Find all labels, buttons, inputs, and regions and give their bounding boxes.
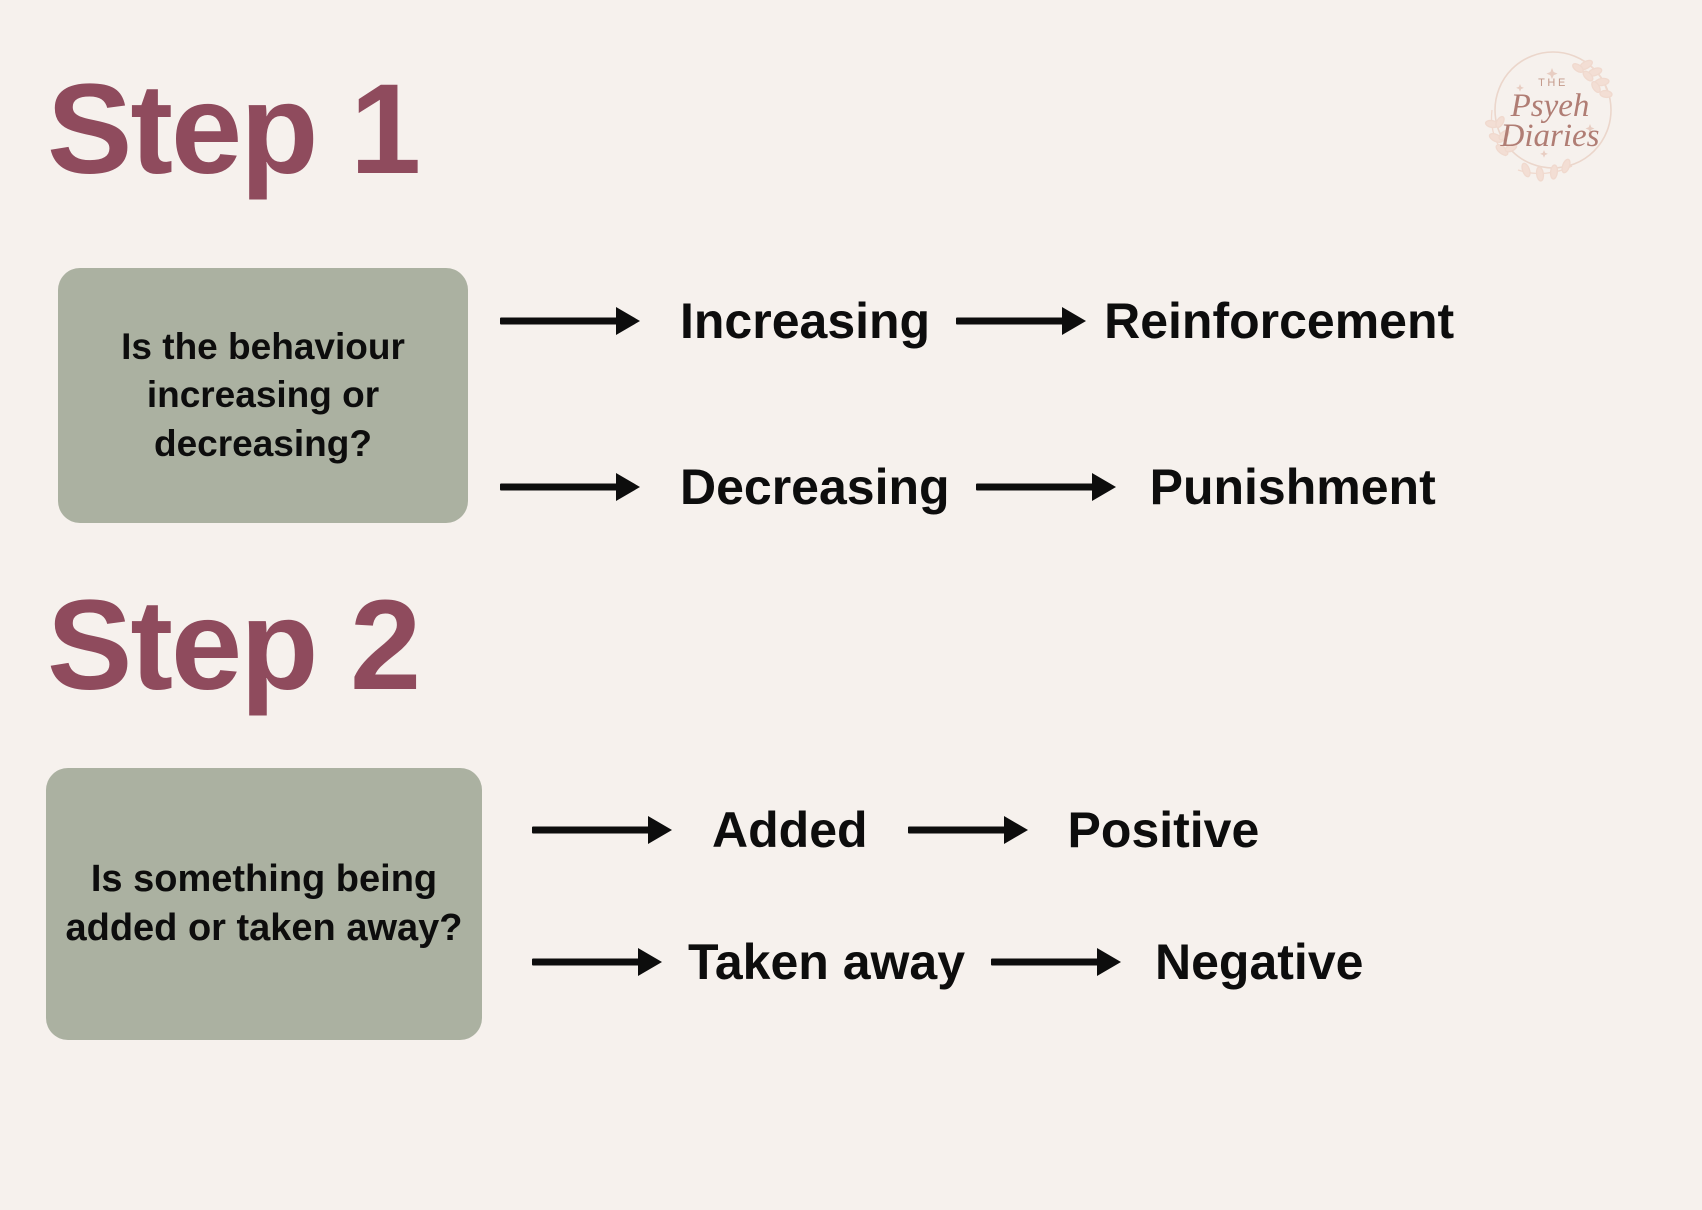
step-2-result-1: Positive bbox=[1067, 802, 1260, 858]
step-1-question-box: Is the behaviour increasing or decreasin… bbox=[58, 268, 468, 523]
arrow-right-icon bbox=[500, 307, 640, 335]
arrow-right-icon bbox=[956, 307, 1087, 335]
arrow-right-icon bbox=[532, 948, 662, 976]
brand-logo: THE Psyeh Diaries bbox=[1478, 38, 1628, 188]
step-2-branch-2: Taken away Negative bbox=[532, 937, 1363, 987]
step-1-branch-1: Increasing Reinforcement bbox=[500, 296, 1454, 346]
step-2-heading: Step 2 bbox=[47, 574, 421, 717]
step-1-heading: Step 1 bbox=[47, 58, 421, 201]
logo-name-line1: Psyeh bbox=[1510, 88, 1590, 124]
step-2-condition-2: Taken away bbox=[688, 934, 966, 990]
step-1-condition-1: Increasing bbox=[680, 293, 931, 349]
step-2-result-2: Negative bbox=[1155, 934, 1364, 990]
step-1-condition-2: Decreasing bbox=[680, 459, 950, 515]
arrow-right-icon bbox=[532, 816, 672, 844]
step-1-result-2: Punishment bbox=[1149, 459, 1436, 515]
arrow-right-icon bbox=[975, 473, 1116, 501]
step-2-condition-1: Added bbox=[712, 802, 868, 858]
step-1-branch-2: Decreasing Punishment bbox=[500, 462, 1436, 512]
arrow-right-icon bbox=[991, 948, 1122, 976]
step-2-question-box: Is something being added or taken away? bbox=[46, 768, 482, 1040]
arrow-right-icon bbox=[907, 816, 1028, 844]
logo-name-line2: Diaries bbox=[1500, 118, 1600, 154]
step-1-result-1: Reinforcement bbox=[1104, 293, 1455, 349]
logo-the-text: THE bbox=[1538, 77, 1568, 89]
step-2-branch-1: Added Positive bbox=[532, 805, 1259, 855]
arrow-right-icon bbox=[500, 473, 640, 501]
